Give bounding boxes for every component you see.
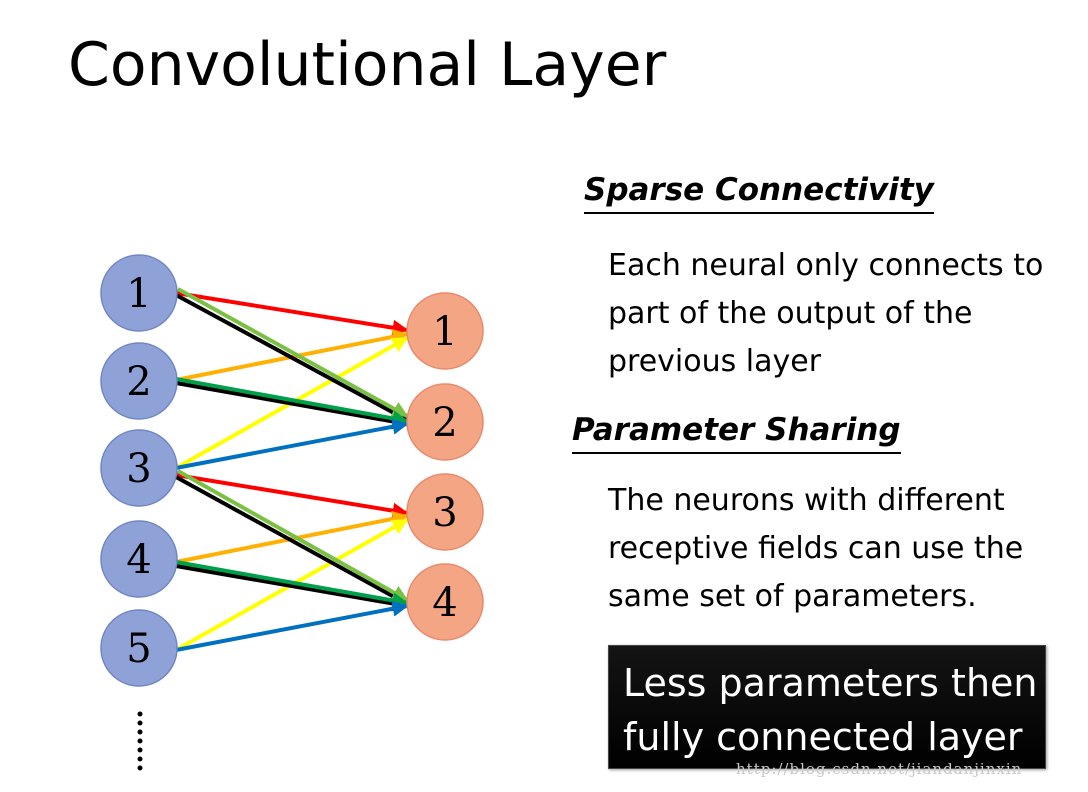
- callout-line: fully connected layer: [623, 715, 1023, 759]
- parameter-sharing-heading: Parameter Sharing: [572, 412, 901, 454]
- output-node: 2: [406, 383, 484, 461]
- edge-in3-out4-black: [175, 475, 409, 606]
- input-node: 4: [100, 520, 178, 598]
- svg-text:5: 5: [126, 626, 151, 672]
- input-node: 1: [100, 254, 178, 332]
- text-line: previous layer: [608, 344, 822, 379]
- output-node: 1: [406, 292, 484, 370]
- slide-title: Convolutional Layer: [68, 30, 667, 100]
- ellipsis-dots: [137, 711, 143, 771]
- text-line: same set of parameters.: [608, 579, 977, 614]
- svg-text:1: 1: [432, 309, 457, 355]
- edge-in3-out3: [175, 473, 409, 519]
- svg-text:1: 1: [126, 271, 151, 317]
- svg-text:3: 3: [126, 446, 151, 492]
- connectivity-diagram: 1 2 3 4 5 1: [100, 254, 484, 771]
- parameter-sharing-text: The neurons with different receptive fie…: [608, 477, 1023, 621]
- input-node: 5: [100, 609, 178, 687]
- edges: [175, 287, 409, 652]
- svg-text:2: 2: [432, 400, 457, 446]
- edge-in1-out2: [177, 287, 409, 418]
- edge-in4-out4: [175, 560, 409, 609]
- output-node: 4: [406, 563, 484, 641]
- sparse-connectivity-text: Each neural only connects to part of the…: [608, 242, 1043, 386]
- summary-callout: Less parameters then fully connected lay…: [608, 645, 1046, 769]
- edge-in2-out2: [175, 377, 409, 427]
- svg-text:4: 4: [126, 537, 151, 583]
- edge-in1-out1: [175, 291, 409, 336]
- edge-in4-out4-black: [175, 564, 409, 612]
- sparse-connectivity-heading: Sparse Connectivity: [584, 172, 934, 214]
- text-line: Each neural only connects to: [608, 248, 1044, 283]
- edge-in5-out4: [175, 600, 409, 652]
- text-line: receptive fields can use the: [608, 531, 1024, 566]
- svg-text:3: 3: [432, 490, 457, 536]
- input-node: 2: [100, 342, 178, 420]
- watermark: http://blog.csdn.net/jiandanjinxin: [736, 760, 1023, 778]
- input-node: 3: [100, 429, 178, 507]
- svg-text:2: 2: [126, 359, 151, 405]
- output-node: 3: [406, 473, 484, 551]
- text-line: The neurons with different: [608, 483, 1005, 518]
- edge-in2-out2-black: [175, 381, 409, 430]
- edge-in1-out2-black: [175, 293, 409, 422]
- svg-text:4: 4: [432, 580, 457, 626]
- text-line: part of the output of the: [608, 296, 973, 331]
- input-layer: 1 2 3 4 5: [100, 254, 178, 771]
- edge-in3-out4: [177, 469, 409, 602]
- output-layer: 1 2 3 4: [406, 292, 484, 641]
- callout-line: Less parameters then: [623, 661, 1038, 705]
- edge-in3-out2: [175, 418, 409, 470]
